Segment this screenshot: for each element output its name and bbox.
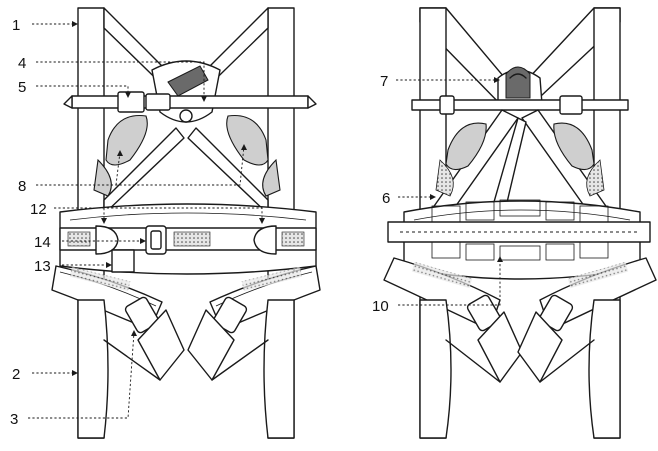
front-view	[51, 7, 321, 439]
waist-label-center	[173, 231, 211, 247]
back-left-leg-label	[411, 261, 473, 289]
callout-1: 1	[12, 17, 20, 34]
leader-10	[398, 258, 501, 306]
back-chest-strap	[411, 99, 629, 111]
back-right-thigh-strap	[588, 299, 621, 439]
left-thigh-strap	[77, 299, 109, 439]
callout-13: 13	[34, 258, 51, 275]
chest-strap-end-right	[307, 95, 317, 109]
callout-6: 6	[382, 190, 390, 207]
back-left-thigh-strap	[419, 299, 452, 439]
left-thigh-connector	[103, 339, 161, 381]
back-right-pad-edge	[586, 159, 605, 197]
waist-label-left	[67, 231, 91, 247]
back-waist-stitch	[413, 209, 631, 221]
back-right-leg-tail	[517, 311, 563, 383]
left-leg-label	[69, 266, 131, 292]
dorsal-d-ring	[505, 66, 531, 99]
right-shoulder-pad	[226, 114, 269, 166]
dorsal-d-ring-top	[509, 73, 527, 79]
waist-label-right	[281, 231, 305, 247]
back-view	[383, 7, 657, 439]
chest-strap-end-left	[63, 95, 73, 109]
back-left-shoulder-pad	[445, 122, 487, 171]
waist-buckle	[145, 225, 167, 255]
right-leg-label	[241, 266, 303, 292]
left-shoulder-pad	[105, 114, 148, 166]
back-waist-webbing	[387, 221, 651, 243]
back-left-pad-edge	[435, 159, 454, 197]
right-thigh-connector	[211, 339, 269, 381]
back-right-leg-label	[567, 261, 629, 289]
belt-strap-keeper	[111, 249, 135, 273]
leader-8	[36, 145, 245, 186]
callout-5: 5	[18, 79, 26, 96]
waist-pad-stitch	[69, 212, 307, 221]
callout-8: 8	[18, 178, 26, 195]
back-chest-buckle	[559, 95, 583, 115]
sternal-rivet	[179, 109, 193, 123]
back-right-shoulder-pad	[553, 122, 595, 171]
left-leg-loop-tail	[137, 309, 185, 381]
chest-buckle-left	[117, 91, 145, 113]
callout-7: 7	[380, 73, 388, 90]
back-left-thigh-connector	[445, 339, 501, 383]
left-side-d-ring	[95, 225, 119, 255]
chest-buckle-right	[145, 93, 171, 111]
right-thigh-strap	[263, 299, 295, 439]
right-side-d-ring	[253, 225, 277, 255]
callout-14: 14	[34, 234, 51, 251]
callout-3: 3	[10, 411, 18, 428]
callout-12: 12	[30, 201, 47, 218]
left-pad-edge	[93, 158, 112, 197]
callout-10: 10	[372, 298, 389, 315]
leader-12	[54, 207, 263, 222]
right-pad-edge	[262, 158, 281, 197]
leader-8b	[115, 151, 121, 186]
sternal-d-ring	[167, 65, 209, 97]
callout-labels: 1 2 3 4 5 6 7 8 10 12 13 14	[10, 17, 390, 428]
right-leg-loop-tail	[187, 309, 235, 381]
back-right-thigh-connector	[539, 339, 595, 383]
back-chest-adjuster	[439, 95, 455, 115]
callout-2: 2	[12, 366, 20, 383]
waist-buckle-inner	[150, 230, 162, 250]
callout-4: 4	[18, 55, 26, 72]
leader-4	[36, 61, 205, 100]
callout-leaders	[28, 21, 503, 419]
front-chest-strap	[71, 95, 309, 109]
